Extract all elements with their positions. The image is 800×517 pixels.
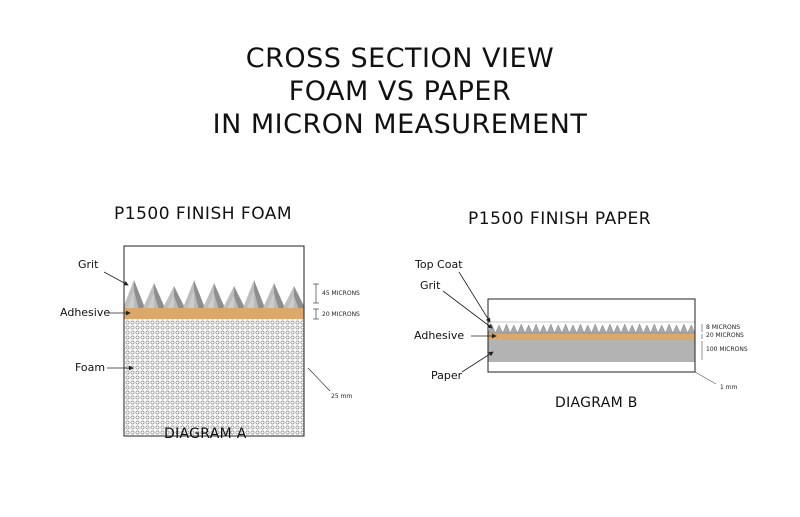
grit-crystal-facet bbox=[207, 293, 219, 308]
foam-label: Foam bbox=[75, 361, 106, 374]
grit-crystal-shade bbox=[254, 280, 265, 308]
diagram-b-frame bbox=[487, 298, 696, 373]
title-line-1: CROSS SECTION VIEW bbox=[245, 43, 555, 74]
adhesive-measure-b: 20 MICRONS bbox=[706, 332, 744, 339]
diagram-a bbox=[103, 245, 331, 437]
adhesive-measure-a: 20 MICRONS bbox=[322, 311, 360, 318]
grit-crystal-facet bbox=[267, 293, 279, 308]
grit-layer-b bbox=[487, 323, 696, 334]
adhesive-layer-b bbox=[488, 333, 695, 339]
paper-label: Paper bbox=[431, 369, 463, 382]
diagram-b-caption: DIAGRAM B bbox=[555, 395, 638, 411]
grit-leader-b bbox=[442, 290, 493, 329]
grit-crystal-shade bbox=[234, 286, 245, 308]
total-measure-a: 25 mm bbox=[331, 393, 353, 400]
title-line-3: IN MICRON MEASUREMENT bbox=[212, 109, 588, 140]
grit-crystal-facet bbox=[187, 290, 199, 308]
grit-measure-a: 45 MICRONS bbox=[322, 290, 360, 297]
title-line-2: FOAM VS PAPER bbox=[288, 76, 512, 107]
grit-crystal-shade bbox=[294, 286, 305, 308]
grit-crystal-shade bbox=[194, 280, 205, 308]
grit-crystal-facet bbox=[287, 296, 299, 308]
diagram-a-frame bbox=[123, 245, 305, 437]
grit-crystal-shade bbox=[274, 283, 285, 308]
grit-crystal-shade bbox=[214, 283, 225, 308]
diagram-b bbox=[442, 271, 717, 385]
grit-label-b: Grit bbox=[420, 279, 441, 292]
paper-layer bbox=[488, 339, 695, 362]
grit-leader-a bbox=[103, 271, 129, 286]
top-coat-leader bbox=[458, 271, 491, 323]
grit-crystal-facet bbox=[147, 293, 159, 308]
grit-row-b bbox=[487, 323, 696, 334]
total-measure-leader-a bbox=[307, 367, 331, 392]
adhesive-label-a: Adhesive bbox=[60, 306, 111, 319]
grit-crystal-shade bbox=[154, 283, 165, 308]
total-measure-leader-b bbox=[694, 371, 717, 385]
grit-label-a: Grit bbox=[78, 258, 99, 271]
grit-crystal-facet bbox=[247, 290, 259, 308]
diagram-b-heading: P1500 FINISH PAPER bbox=[468, 209, 652, 229]
foam-layer bbox=[124, 319, 304, 436]
paper-leader bbox=[461, 351, 494, 373]
paper-measure: 100 MICRONS bbox=[706, 346, 748, 353]
grit-crystal-facet bbox=[167, 296, 179, 308]
top-coat-label: Top Coat bbox=[415, 258, 463, 271]
adhesive-layer-a bbox=[124, 308, 304, 319]
total-measure-b: 1 mm bbox=[720, 384, 738, 391]
page-title: CROSS SECTION VIEW FOAM VS PAPER IN MICR… bbox=[0, 42, 800, 141]
grit-measure-b: 8 MICRONS bbox=[706, 324, 741, 331]
grit-layer-a bbox=[123, 280, 305, 308]
grit-crystal-shade bbox=[134, 280, 145, 308]
grit-crystal-facet bbox=[227, 296, 239, 308]
diagram-a-caption: DIAGRAM A bbox=[164, 426, 247, 442]
grit-crystal-facet bbox=[127, 290, 139, 308]
adhesive-label-b: Adhesive bbox=[414, 329, 465, 342]
diagram-a-heading: P1500 FINISH FOAM bbox=[114, 204, 293, 224]
grit-crystal-shade bbox=[174, 286, 185, 308]
